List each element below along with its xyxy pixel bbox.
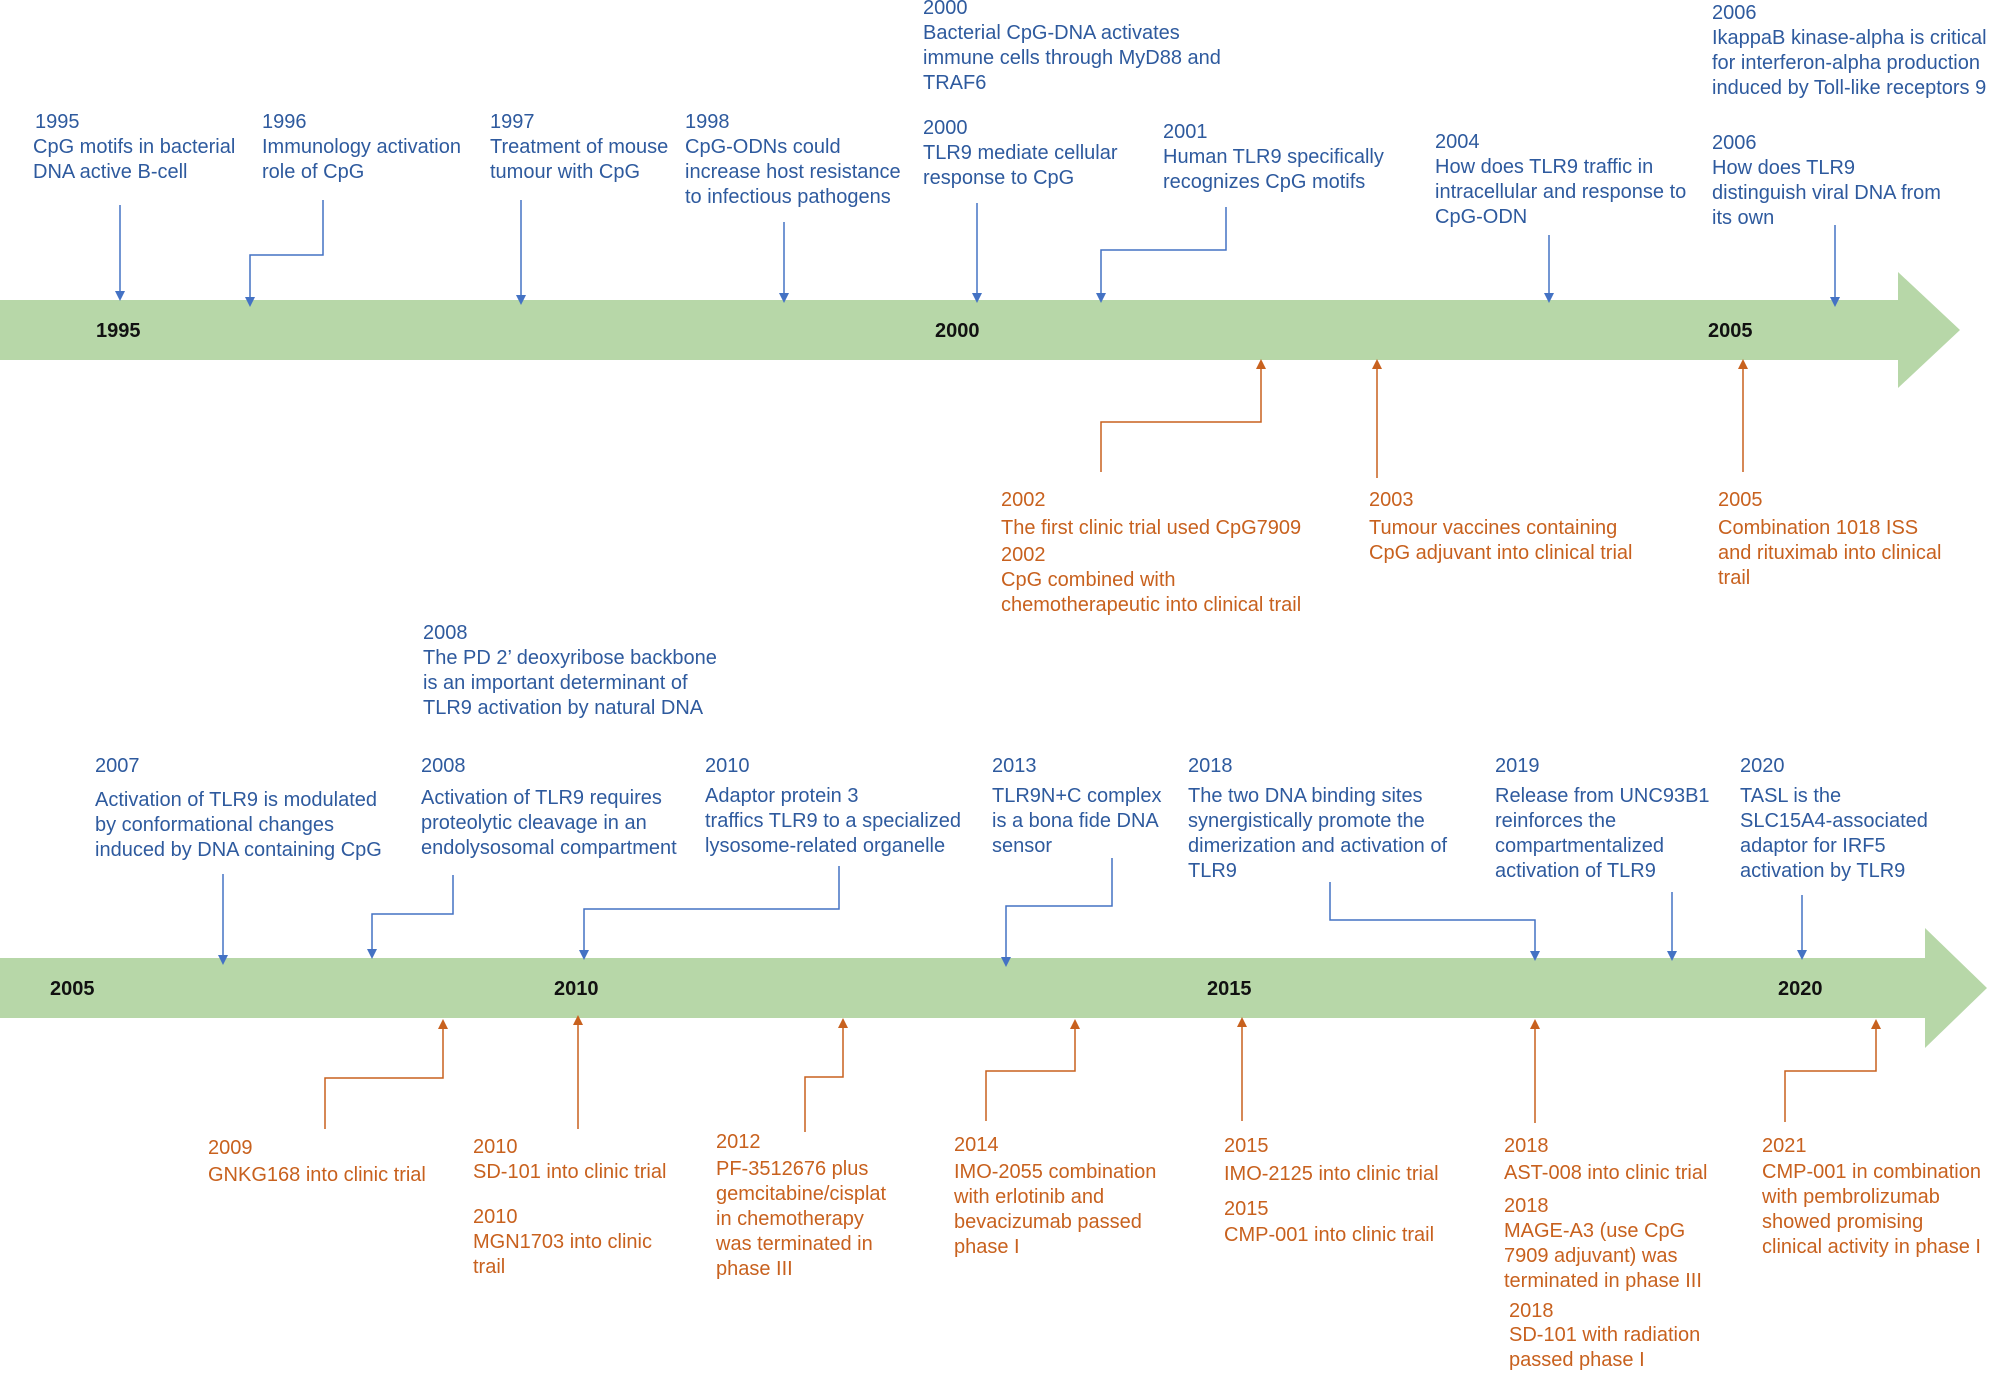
connector-2021 <box>1784 1019 1881 1122</box>
event-text-2014: IMO-2055 combination with erlotinib and … <box>954 1161 1157 1258</box>
event-year-2013: 2013 <box>992 755 1037 777</box>
event-text-2000b: TLR9 mediate cellular response to CpG <box>923 142 1118 189</box>
connector-2014 <box>985 1019 1080 1121</box>
event-text-1998: CpG-ODNs could increase host resistance … <box>685 136 901 208</box>
event-year-1998: 1998 <box>685 111 730 133</box>
event-year-2014: 2014 <box>954 1134 999 1156</box>
event-text-2021: CMP-001 in combination with pembrolizuma… <box>1762 1161 1981 1258</box>
axis-year-2005: 2005 <box>1708 320 1753 342</box>
event-year-2012: 2012 <box>716 1131 761 1153</box>
event-year-1995: 1995 <box>35 111 80 133</box>
event-text-2000a: Bacterial CpG-DNA activates immune cells… <box>923 22 1221 94</box>
event-year-2005: 2005 <box>1718 489 1763 511</box>
event-year-2000b: 2000 <box>923 117 968 139</box>
event-year-2006b: 2006 <box>1712 132 1757 154</box>
event-year-1996: 1996 <box>262 111 307 133</box>
event-text-2012: PF-3512676 plus gemcitabine/cisplat in c… <box>716 1158 887 1280</box>
event-year-2018c: 2018 <box>1504 1195 1549 1217</box>
event-year-2003: 2003 <box>1369 489 1414 511</box>
event-text-2013: TLR9N+C complex is a bona fide DNA senso… <box>992 785 1162 857</box>
event-text-2018c: MAGE-A3 (use CpG 7909 adjuvant) was term… <box>1504 1220 1702 1292</box>
event-text-2015b: CMP-001 into clinic trail <box>1224 1224 1435 1246</box>
axis-year-2015: 2015 <box>1207 978 1252 1000</box>
event-year-2010: 2010 <box>705 755 750 777</box>
event-text-2020: TASL is the SLC15A4-associated adaptor f… <box>1740 785 1928 882</box>
event-year-2009: 2009 <box>208 1137 253 1159</box>
connector-2001 <box>1096 207 1227 303</box>
axis-year-2010: 2010 <box>554 978 599 1000</box>
event-text-2002a: The first clinic trial used CpG7909 <box>1001 517 1302 539</box>
event-year-2015a: 2015 <box>1224 1135 1269 1157</box>
event-text-2019: Release from UNC93B1 reinforces the comp… <box>1495 785 1710 882</box>
event-text-2003: Tumour vaccines containing CpG adjuvant … <box>1369 517 1633 564</box>
event-text-2010b: MGN1703 into clinic trail <box>473 1231 652 1278</box>
event-text-1995: CpG motifs in bacterial DNA active B-cel… <box>33 136 236 183</box>
event-text-2008b: Activation of TLR9 requires proteolytic … <box>421 787 677 859</box>
event-text-2018b: AST-008 into clinic trial <box>1504 1162 1708 1184</box>
event-year-2007: 2007 <box>95 755 140 777</box>
event-text-2018d: SD-101 with radiation passed phase I <box>1509 1324 1701 1371</box>
connector-2018 <box>1329 882 1540 961</box>
event-year-2001: 2001 <box>1163 121 1208 143</box>
connector-2002 <box>1100 359 1266 472</box>
event-year-2019: 2019 <box>1495 755 1540 777</box>
event-year-2000a: 2000 <box>923 0 968 19</box>
event-text-2009: GNKG168 into clinic trial <box>208 1164 426 1186</box>
connector-2012 <box>804 1018 848 1132</box>
event-text-2002b: CpG combined with chemotherapeutic into … <box>1001 569 1302 616</box>
event-year-2002a: 2002 <box>1001 489 1046 511</box>
event-year-2004: 2004 <box>1435 131 1480 153</box>
event-year-2015b: 2015 <box>1224 1198 1269 1220</box>
event-text-2015a: IMO-2125 into clinic trial <box>1224 1163 1439 1185</box>
event-year-2010b: 2010 <box>473 1206 518 1228</box>
event-text-2018a: The two DNA binding sites synergisticall… <box>1188 785 1448 882</box>
event-text-1997: Treatment of mouse tumour with CpG <box>490 136 669 183</box>
event-text-2006b: How does TLR9 distinguish viral DNA from… <box>1712 157 1941 229</box>
event-year-2018b: 2018 <box>1504 1135 1549 1157</box>
axis-year-2020: 2020 <box>1778 978 1823 1000</box>
event-text-2001: Human TLR9 specifically recognizes CpG m… <box>1163 146 1384 193</box>
event-year-1997: 1997 <box>490 111 535 133</box>
event-year-2018d: 2018 <box>1509 1300 1554 1322</box>
event-year-2020: 2020 <box>1740 755 1785 777</box>
event-year-2006a: 2006 <box>1712 2 1757 24</box>
event-year-2002b: 2002 <box>1001 544 1046 566</box>
event-text-2010a: SD-101 into clinic trial <box>473 1161 667 1183</box>
event-year-2018a: 2018 <box>1188 755 1233 777</box>
timeline-band-2 <box>0 928 1987 1048</box>
axis-year-1995: 1995 <box>96 320 141 342</box>
timeline-band-1 <box>0 272 1960 388</box>
event-text-2005: Combination 1018 ISS and rituximab into … <box>1718 517 1942 589</box>
connector-1996 <box>245 200 324 307</box>
event-text-2010: Adaptor protein 3 traffics TLR9 to a spe… <box>705 785 962 857</box>
connector-2009 <box>324 1019 448 1129</box>
event-text-2007: Activation of TLR9 is modulated by confo… <box>95 789 382 861</box>
event-year-2008a: 2008 <box>423 622 468 644</box>
event-year-2021: 2021 <box>1762 1135 1807 1157</box>
connector-2010 <box>579 866 840 960</box>
event-text-2004: How does TLR9 traffic in intracellular a… <box>1435 156 1687 228</box>
connector-2013 <box>1001 858 1113 967</box>
event-text-2008a: The PD 2’ deoxyribose backbone is an imp… <box>423 647 717 719</box>
connector-2008 <box>367 875 454 959</box>
event-year-2008b: 2008 <box>421 755 466 777</box>
axis-year-2005b: 2005 <box>50 978 95 1000</box>
event-text-2006a: IkappaB kinase-alpha is critical for int… <box>1712 27 1987 99</box>
event-text-1996: Immunology activation role of CpG <box>262 136 461 183</box>
event-year-2010a: 2010 <box>473 1136 518 1158</box>
axis-year-2000: 2000 <box>935 320 980 342</box>
